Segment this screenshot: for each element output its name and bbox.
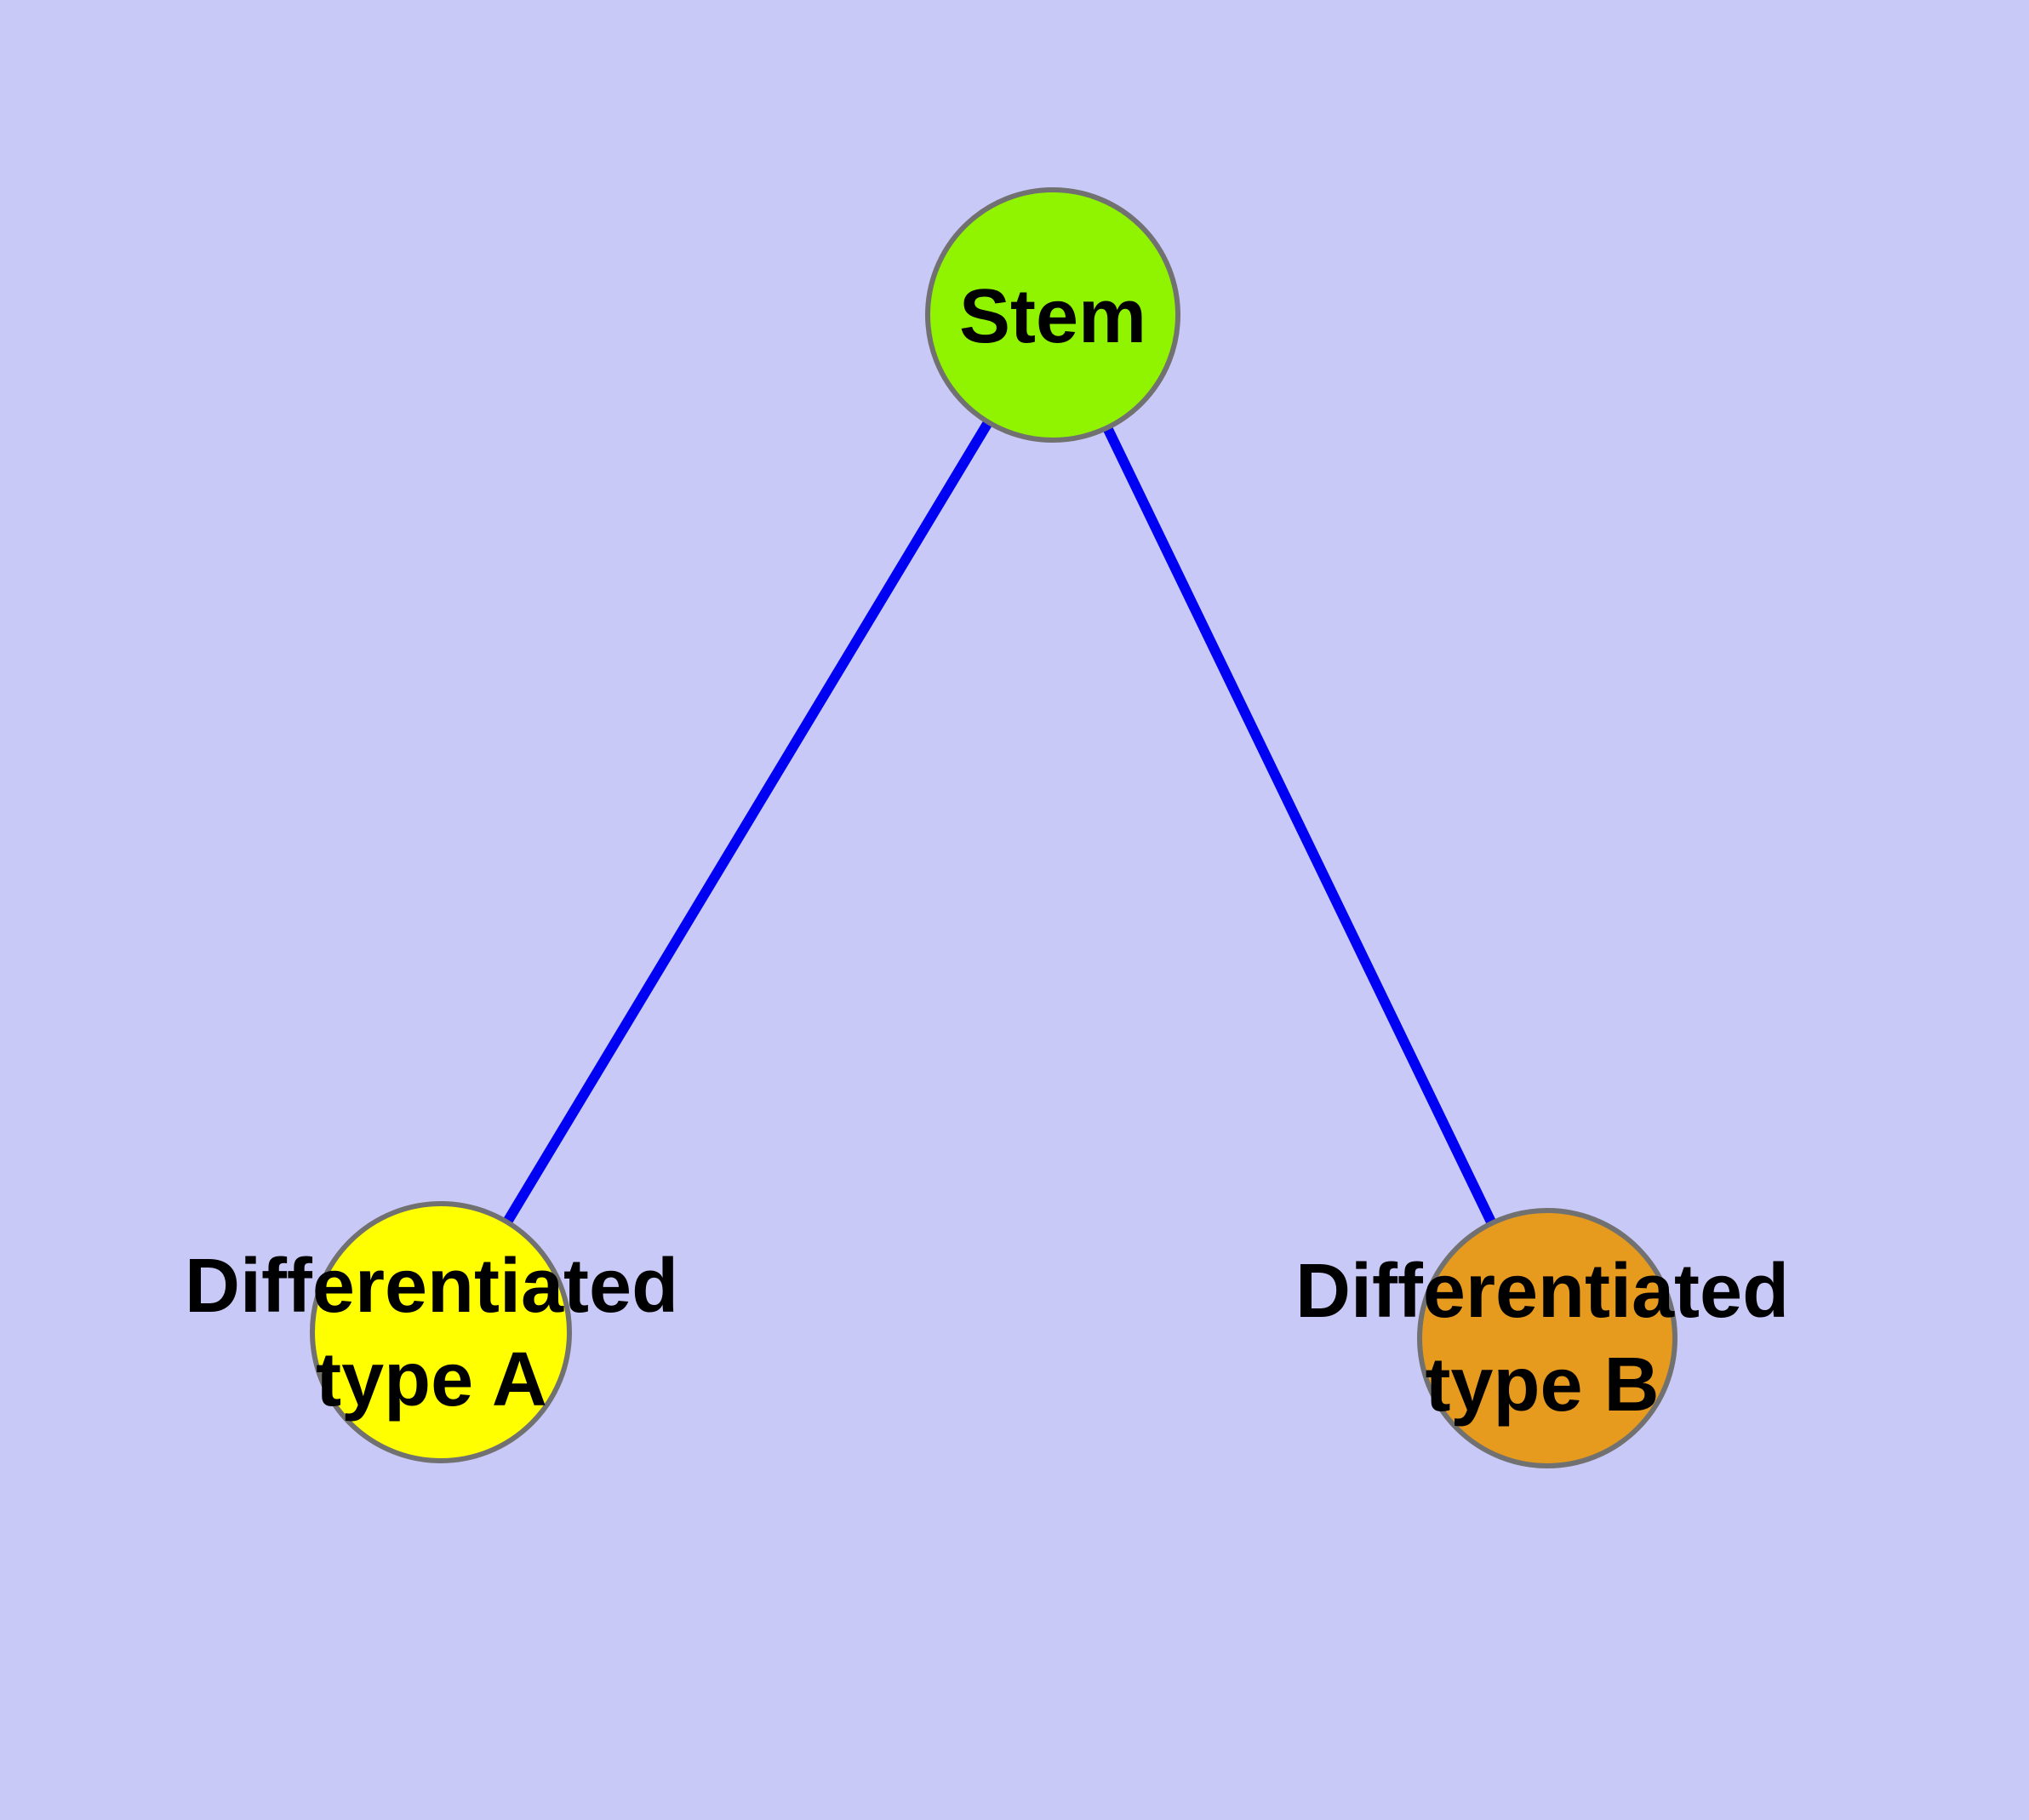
node-differentiated-type-b bbox=[1417, 1208, 1677, 1468]
node-differentiated-type-a-label: Differentiated type A bbox=[184, 1244, 679, 1422]
node-stem bbox=[925, 187, 1180, 443]
node-differentiated-type-b-label: Differentiated type B bbox=[1295, 1249, 1790, 1428]
node-differentiated-type-a bbox=[310, 1201, 572, 1463]
edge-stem-to-type-b bbox=[1048, 312, 1552, 1341]
edge-stem-to-type-a bbox=[436, 312, 1058, 1336]
node-stem-label: Stem bbox=[958, 274, 1147, 359]
